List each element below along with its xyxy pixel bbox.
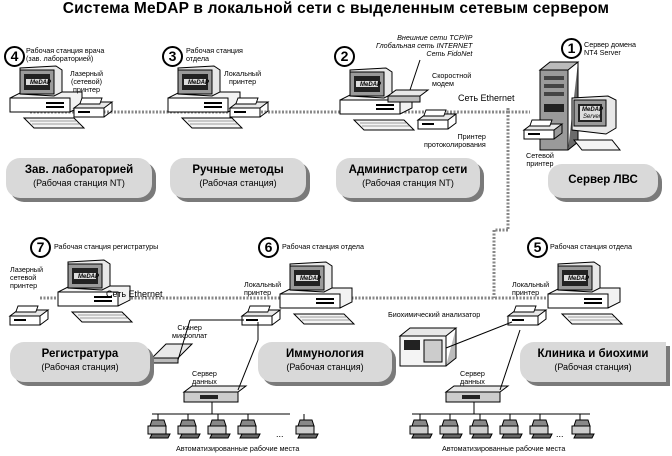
station-number-7: 7 — [30, 237, 51, 258]
station-1-label: Сервер домена NT4 Server — [584, 40, 637, 57]
monitor-brand-7: MeDAP — [78, 274, 100, 280]
workstation-6 — [147, 261, 355, 439]
protocol-printer-label: Принтер протоколирования — [424, 132, 486, 149]
card-subtitle: (Рабочая станция) — [286, 362, 364, 372]
monitor-brand-6: MeDAP — [300, 276, 322, 282]
station-number-2: 2 — [334, 46, 355, 67]
monitor-brand-4: MeDAP — [30, 80, 52, 86]
card-title: Регистратура — [41, 348, 119, 360]
server-tower — [523, 61, 622, 151]
station-number-3: 3 — [162, 46, 183, 67]
local-printer-label-5: Локальный принтер — [512, 280, 550, 297]
monitor-brand-3: MeDAP — [188, 80, 210, 86]
card-subtitle: (Рабочая станция) — [554, 362, 632, 372]
workstation-2 — [339, 59, 457, 131]
card-title: Клиника и биохими — [537, 348, 649, 360]
station-7-label: Рабочая станция регистратуры — [54, 242, 159, 251]
ethernet-label-bottom: Сеть Ethernet — [106, 289, 163, 299]
card-title: Зав. лабораторией — [24, 164, 134, 176]
card-subtitle: (Рабочая станция) — [41, 362, 119, 372]
card-immunology: Иммунология (Рабочая станция) — [258, 342, 392, 382]
net-printer-label-1: Сетевой принтер — [526, 151, 554, 168]
card-registry: Регистратура (Рабочая станция) — [10, 342, 150, 382]
station-4-label: Рабочая станция врача (зав. лабораторией… — [26, 46, 105, 63]
laser-printer-label-4: Лазерный (сетевой) принтер — [70, 69, 103, 94]
card-title: Сервер ЛВС — [568, 174, 638, 186]
workstation-5 — [398, 261, 623, 439]
card-net-admin: Администратор сети (Рабочая станция NT) — [336, 158, 480, 198]
ellipsis-6: ... — [276, 429, 284, 439]
card-lan-server: Сервер ЛВС — [548, 164, 658, 198]
biochem-analyzer-label: Биохимический анализатор — [388, 310, 481, 319]
workplaces-label-5: Автоматизированные рабочие места — [442, 444, 566, 453]
local-printer-label-6: Локальный принтер — [244, 280, 282, 297]
ethernet-label-top: Сеть Ethernet — [458, 93, 515, 103]
card-clinic-biochem: Клиника и биохими (Рабочая станция) — [520, 342, 666, 382]
server-brand: MeDAP — [582, 107, 604, 113]
laser-printer-label-7: Лазерный сетевой принтер — [10, 265, 43, 290]
ellipsis-5: ... — [556, 429, 564, 439]
station-number-6: 6 — [258, 237, 279, 258]
external-nets-label: Внешние сети TCP/IP Глобальная сеть INTE… — [376, 33, 473, 58]
station-number-4: 4 — [4, 46, 25, 67]
station-number-5: 5 — [527, 237, 548, 258]
card-subtitle: (Рабочая станция NT) — [33, 178, 125, 188]
workplaces-label-6: Автоматизированные рабочие места — [176, 444, 300, 453]
data-server-label-5: Сервер данных — [460, 369, 485, 386]
station-5-label: Рабочая станция отдела — [550, 242, 632, 251]
station-number-1: 1 — [561, 38, 582, 59]
modem-label: Скоростной модем — [432, 71, 472, 88]
card-lab-head: Зав. лабораторией (Рабочая станция NT) — [6, 158, 152, 198]
card-title: Администратор сети — [348, 164, 468, 176]
page-title: Система MeDAP в локальной сети с выделен… — [62, 0, 610, 17]
station-6-label: Рабочая станция отдела — [282, 242, 364, 251]
monitor-brand-5: MeDAP — [568, 276, 590, 282]
card-title: Иммунология — [286, 348, 364, 360]
card-subtitle: (Рабочая станция NT) — [362, 178, 454, 188]
card-title: Ручные методы — [192, 164, 284, 176]
server-brand-2: Server — [583, 114, 601, 120]
card-manual-methods: Ручные методы (Рабочая станция) — [170, 158, 306, 198]
local-printer-label-3: Локальный принтер — [224, 69, 262, 86]
monitor-brand-2: MeDAP — [360, 82, 382, 88]
scanner-label: Сканер микроплат — [172, 323, 208, 340]
card-subtitle: (Рабочая станция) — [199, 178, 277, 188]
station-3-label: Рабочая станция отдела — [186, 46, 243, 63]
data-server-label-6: Сервер данных — [192, 369, 217, 386]
